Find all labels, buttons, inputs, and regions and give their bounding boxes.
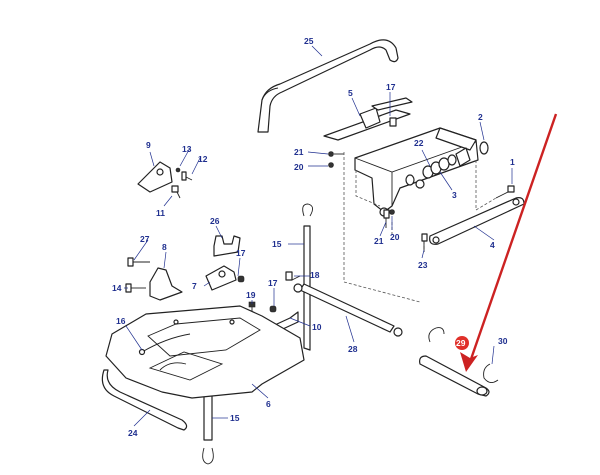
gas-strut-part [293, 283, 403, 337]
cross-bracket-part [323, 97, 413, 141]
bushing-set-part [405, 154, 457, 186]
callout-20b: 20 [390, 232, 400, 242]
callout-16: 16 [116, 316, 126, 326]
bolt-part-1 [495, 185, 515, 199]
callout-7: 7 [192, 281, 197, 291]
callout-28: 28 [348, 344, 358, 354]
callout-17c: 17 [268, 278, 278, 288]
circlip-left [428, 327, 445, 343]
callout-1: 1 [510, 157, 515, 167]
hinge-part [213, 235, 241, 257]
callout-5: 5 [348, 88, 353, 98]
callout-labels: 25 17 5 2 22 3 1 21 20 9 13 12 11 21 20 … [112, 36, 515, 438]
callout-3: 3 [452, 190, 457, 200]
callout-30: 30 [498, 336, 508, 346]
linkage-bar-part [429, 197, 525, 245]
callout-24: 24 [128, 428, 138, 438]
floor-plate-part [105, 305, 305, 399]
upper-bolts [328, 117, 397, 168]
callout-2: 2 [478, 112, 483, 122]
callout-15b: 15 [230, 413, 240, 423]
lower-bolts [383, 209, 428, 252]
callout-19: 19 [246, 290, 256, 300]
assembly-dashed-lines [153, 152, 497, 303]
seat-latch-assembly [125, 257, 245, 301]
highlight-arrow [460, 113, 558, 372]
callout-17b: 17 [236, 248, 246, 258]
callout-27: 27 [140, 234, 150, 244]
callout-11: 11 [156, 208, 165, 218]
callout-20: 20 [294, 162, 304, 172]
callout-4: 4 [490, 240, 495, 250]
callout-21: 21 [294, 147, 304, 157]
leader-lines [124, 45, 513, 427]
callout-23: 23 [418, 260, 428, 270]
callout-13: 13 [182, 144, 192, 154]
circlip-right [483, 363, 499, 383]
callout-8: 8 [162, 242, 167, 252]
pin-part-29 [419, 355, 490, 397]
handle-bar-part [257, 39, 399, 133]
callout-10: 10 [312, 322, 322, 332]
latch-bracket-part [137, 161, 193, 199]
callout-17: 17 [386, 82, 396, 92]
edge-seal-part [101, 369, 188, 431]
callout-9: 9 [146, 140, 151, 150]
callout-12: 12 [198, 154, 208, 164]
callout-21b: 21 [374, 236, 384, 246]
callout-25: 25 [304, 36, 314, 46]
callout-26: 26 [210, 216, 220, 226]
callout-14: 14 [112, 283, 122, 293]
callout-6: 6 [266, 399, 271, 409]
callout-29: 29 [456, 338, 466, 348]
callout-22: 22 [414, 138, 424, 148]
callout-15: 15 [272, 239, 282, 249]
callout-18: 18 [310, 270, 320, 280]
washer-part-2 [479, 141, 489, 155]
highlight-badge [455, 336, 469, 350]
